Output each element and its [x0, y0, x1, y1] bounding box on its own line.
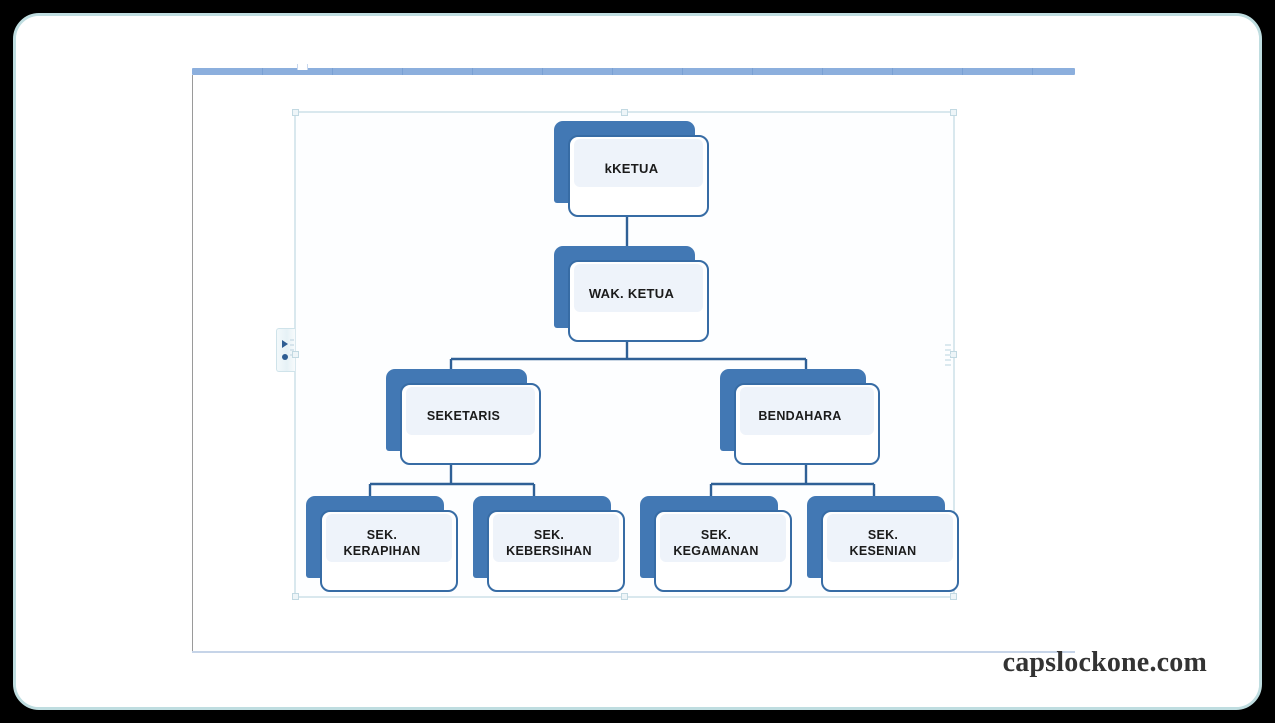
org-node-label: WAK. KETUA	[588, 285, 675, 301]
organization-chart: kKETUA WAK. KETUA SEKETARIS	[296, 113, 959, 596]
node-face	[654, 510, 792, 592]
org-node[interactable]: WAK. KETUA	[554, 246, 709, 342]
org-node-label: SEKETARIS	[426, 409, 501, 424]
org-node-label: kKETUA	[604, 160, 659, 176]
slide-left-edge	[192, 75, 193, 652]
bullet-dot-icon	[282, 354, 288, 360]
org-node-label: SEK. KERAPIHAN	[343, 528, 421, 558]
resize-handle-top-right[interactable]	[950, 109, 957, 116]
node-face	[734, 383, 880, 465]
ruler-indent-marker[interactable]	[297, 64, 308, 70]
org-node-label: SEK. KESENIAN	[849, 528, 917, 558]
org-node[interactable]: BENDAHARA	[720, 369, 880, 465]
org-node[interactable]: SEK. KERAPIHAN	[306, 496, 458, 592]
node-face	[320, 510, 458, 592]
page-frame: kKETUA WAK. KETUA SEKETARIS	[13, 13, 1262, 710]
org-node[interactable]: kKETUA	[554, 121, 709, 217]
org-node[interactable]: SEK. KEGAMANAN	[640, 496, 792, 592]
org-node[interactable]: SEKETARIS	[386, 369, 541, 465]
smartart-selection-frame[interactable]: kKETUA WAK. KETUA SEKETARIS	[276, 109, 959, 600]
org-node-label: SEK. KEGAMANAN	[673, 528, 759, 558]
resize-handle-bottom-left[interactable]	[292, 593, 299, 600]
chevron-right-icon	[282, 340, 288, 348]
resize-handle-bottom-right[interactable]	[950, 593, 957, 600]
horizontal-ruler[interactable]	[192, 68, 1075, 75]
node-face	[400, 383, 541, 465]
page-canvas: kKETUA WAK. KETUA SEKETARIS	[16, 16, 1259, 707]
node-face	[821, 510, 959, 592]
node-face	[568, 135, 709, 217]
resize-handle-bottom-middle[interactable]	[620, 593, 628, 600]
node-face	[568, 260, 709, 342]
slide-bottom-edge	[192, 651, 1075, 653]
resize-handle-top-left[interactable]	[292, 109, 299, 116]
resize-handle-middle-left[interactable]	[292, 350, 299, 358]
org-node[interactable]: SEK. KEBERSIHAN	[473, 496, 625, 592]
right-edge-grip-icon	[945, 343, 951, 369]
org-node[interactable]: SEK. KESENIAN	[807, 496, 959, 592]
org-node-label: SEK. KEBERSIHAN	[506, 528, 592, 558]
resize-handle-top-middle[interactable]	[620, 109, 628, 116]
org-node-label: BENDAHARA	[758, 409, 842, 424]
watermark-text: capslockone.com	[1002, 647, 1207, 678]
node-face	[487, 510, 625, 592]
